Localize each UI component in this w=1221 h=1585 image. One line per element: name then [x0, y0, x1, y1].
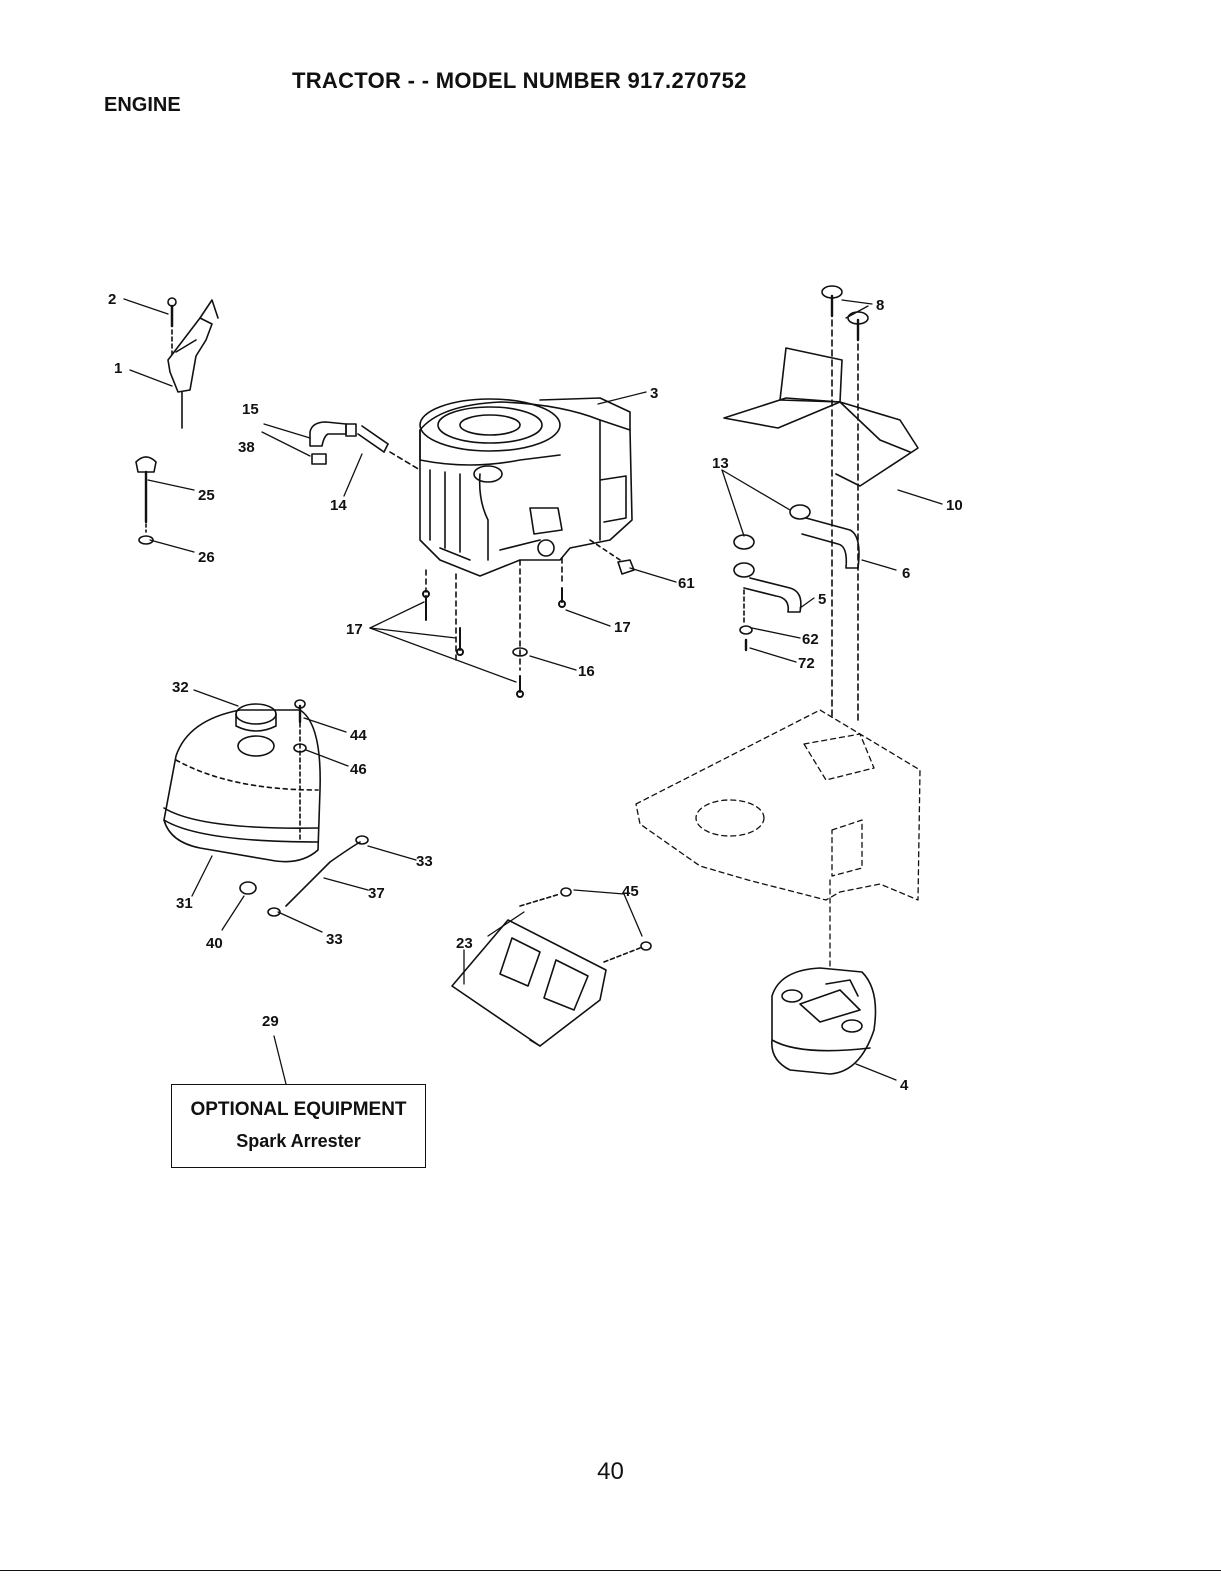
callout-4: 4: [900, 1077, 909, 1094]
callout-40: 40: [206, 935, 223, 952]
callout-5: 5: [818, 591, 826, 608]
callout-23: 23: [456, 935, 473, 952]
callout-17a: 17: [346, 621, 363, 638]
callout-17b: 17: [614, 619, 631, 636]
throttle-control-part: [168, 298, 218, 428]
callout-38: 38: [238, 439, 255, 456]
callout-8: 8: [876, 297, 884, 314]
fuel-tank-part: [164, 700, 320, 894]
callout-45: 45: [622, 883, 639, 900]
shield-plate-part: [452, 888, 651, 1046]
engine-part: [420, 398, 632, 670]
callout-62: 62: [802, 631, 819, 648]
callout-44: 44: [350, 727, 367, 744]
heat-shield-part: [724, 286, 918, 720]
callout-29: 29: [262, 1013, 279, 1030]
bottom-rule: [0, 1570, 1221, 1571]
callout-33b: 33: [326, 931, 343, 948]
muffler-part: [772, 968, 876, 1074]
callout-25: 25: [198, 487, 215, 504]
callout-3: 3: [650, 385, 658, 402]
optional-equipment-title: OPTIONAL EQUIPMENT: [172, 1099, 425, 1121]
callout-6: 6: [902, 565, 910, 582]
choke-knob-part: [136, 457, 156, 544]
callout-32: 32: [172, 679, 189, 696]
callout-31: 31: [176, 895, 193, 912]
optional-equipment-box: OPTIONAL EQUIPMENT Spark Arrester: [171, 1084, 426, 1168]
callout-1: 1: [114, 360, 122, 377]
callout-14: 14: [330, 497, 347, 514]
chassis-frame-part: [636, 710, 920, 966]
callout-61: 61: [678, 575, 695, 592]
callout-15: 15: [242, 401, 259, 418]
callout-16: 16: [578, 663, 595, 680]
callout-10: 10: [946, 497, 963, 514]
callout-72: 72: [798, 655, 815, 672]
page-number: 40: [0, 1458, 1221, 1486]
callout-13: 13: [712, 455, 729, 472]
callout-26: 26: [198, 549, 215, 566]
fuel-elbow-part: [310, 422, 420, 470]
nut-61-part: [618, 560, 634, 574]
callout-46: 46: [350, 761, 367, 778]
engine-bolts-part: [423, 588, 565, 697]
callout-labels: 1 2 3 4 5 6 8 10 13 14 15 16 17 17 23 25…: [108, 291, 963, 1094]
callout-2: 2: [108, 291, 116, 308]
optional-equipment-item: Spark Arrester: [172, 1131, 425, 1152]
callout-33a: 33: [416, 853, 433, 870]
callout-37: 37: [368, 885, 385, 902]
